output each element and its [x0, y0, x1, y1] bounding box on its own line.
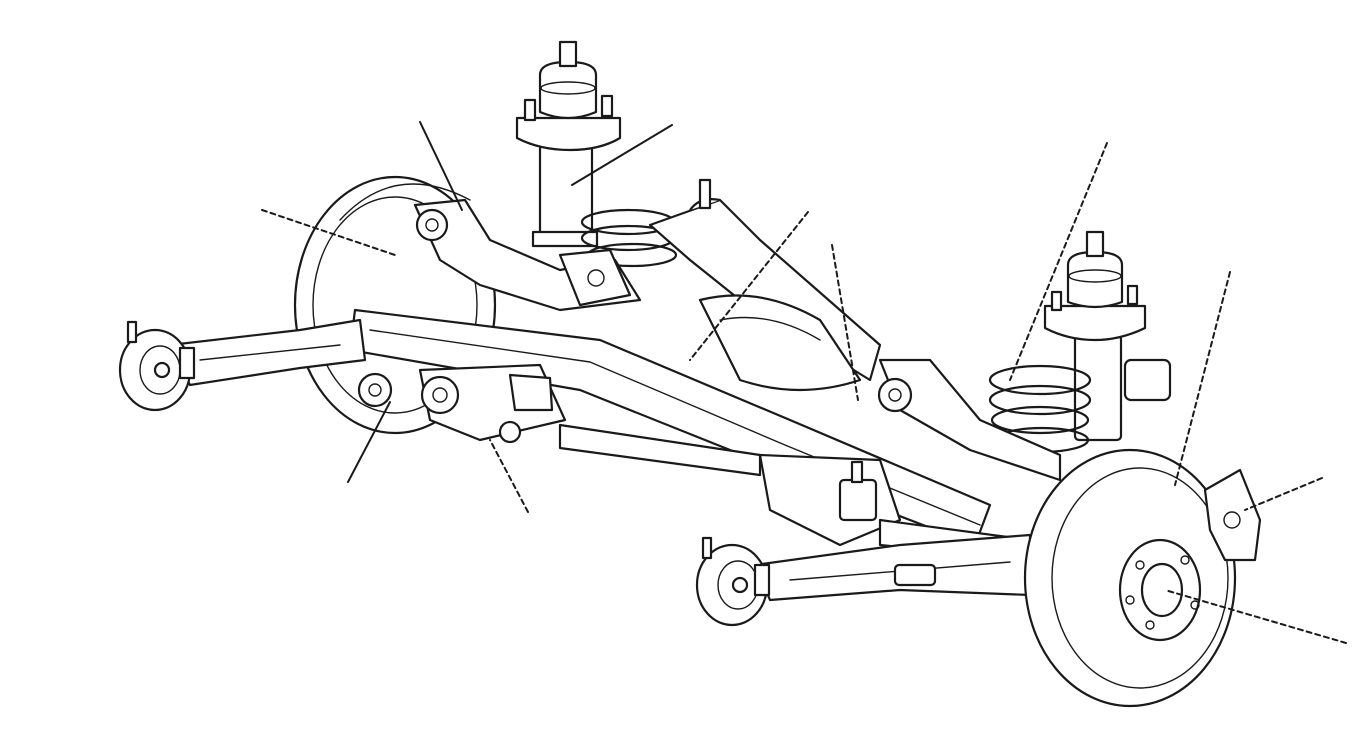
left-trailing-arm: [118, 318, 367, 412]
leader-line: [689, 211, 809, 361]
brake-caliper: [1203, 468, 1262, 562]
leader-line: [831, 244, 859, 401]
left-shock-absorber: [515, 40, 622, 248]
leader-line: [1174, 271, 1231, 486]
leader-line: [1009, 142, 1108, 381]
leader-line: [1244, 477, 1323, 511]
leader-line: [489, 439, 529, 513]
leader-line: [347, 401, 391, 483]
left-lower-control-arm: [357, 363, 762, 477]
leader-line: [1164, 589, 1347, 644]
right-shock-absorber: [1043, 230, 1147, 442]
right-trailing-arm: [695, 533, 1032, 627]
leader-line: [571, 124, 673, 186]
callout-leaders: [261, 121, 1347, 644]
right-upper-arm: [877, 358, 1172, 482]
leader-line: [261, 209, 396, 256]
leader-line: [419, 121, 463, 211]
right-wheel-hub: [1118, 538, 1202, 642]
left-upper-arm: [413, 198, 642, 312]
